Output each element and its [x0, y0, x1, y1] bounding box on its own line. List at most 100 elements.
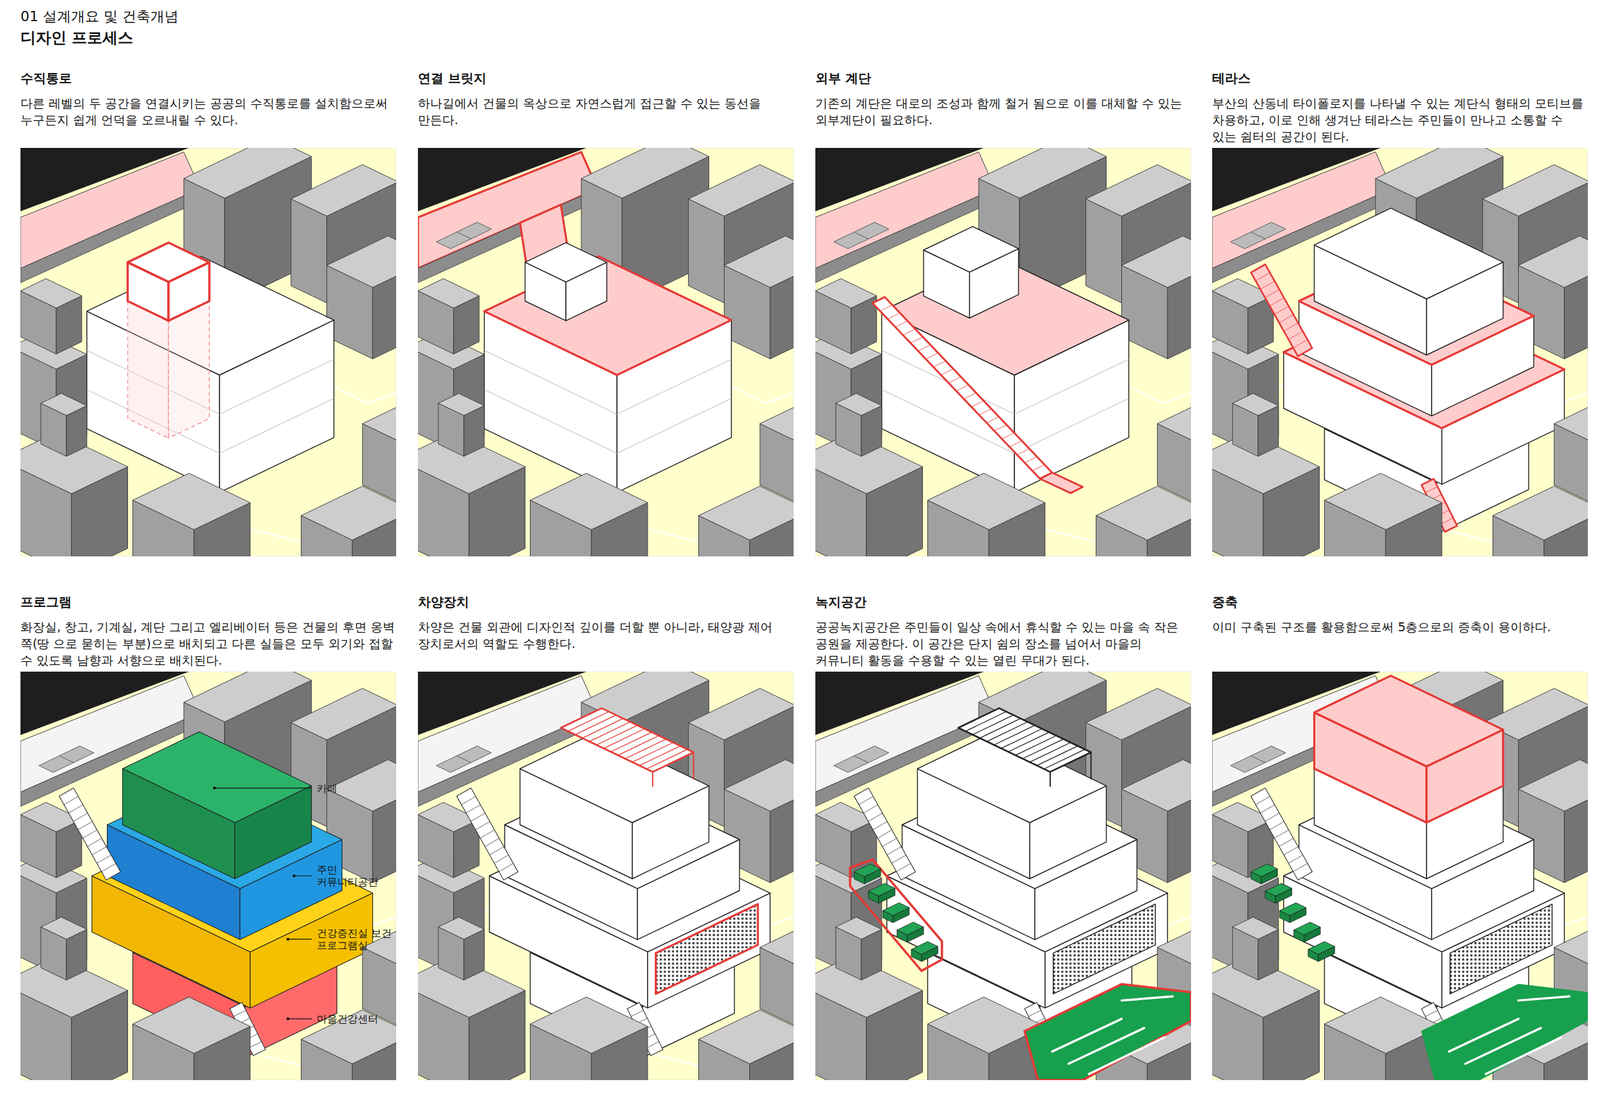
outdoor-stair-step	[1269, 821, 1284, 830]
vertical-shaft	[168, 300, 210, 438]
pergola-post	[1049, 771, 1051, 786]
neighbour-building	[438, 916, 485, 939]
process-panel: 녹지공간공공녹지공간은 주민들이 일상 속에서 휴식할 수 있는 마을 속 작은…	[815, 671, 1192, 1080]
street-furniture	[436, 745, 492, 772]
panel-text: 프로그램화장실, 창고, 기계실, 계단 그리고 엘리베이터 등은 건물의 후면…	[20, 593, 397, 669]
street-furniture	[39, 745, 95, 772]
outdoor-stair-step	[480, 829, 495, 838]
neighbour-building	[362, 401, 397, 451]
pergola-post	[693, 752, 695, 779]
outdoor-stair-step	[1032, 464, 1045, 472]
process-panel: 프로그램화장실, 창고, 기계실, 계단 그리고 엘리베이터 등은 건물의 후면…	[20, 671, 397, 1080]
planter-outline	[849, 859, 943, 971]
panel-heading: 차양장치	[417, 593, 794, 610]
neighbour-building	[835, 392, 882, 415]
outdoor-stair-step	[903, 328, 916, 336]
outdoor-stair-step	[956, 384, 969, 392]
neighbour-building	[1518, 759, 1588, 811]
neighbour-building	[1553, 401, 1588, 451]
neighbour-building	[698, 1009, 794, 1064]
panel-scene	[417, 147, 794, 557]
neighbour-building	[724, 759, 794, 811]
outdoor-stair-step	[1274, 829, 1289, 838]
neighbour-building	[132, 996, 250, 1053]
street-furniture	[1251, 755, 1266, 763]
outdoor-stair-step	[1293, 339, 1308, 349]
neighbour-building	[688, 688, 794, 740]
neighbour-building	[1086, 199, 1122, 303]
street-furniture	[833, 222, 889, 249]
neighbour-building	[815, 278, 877, 308]
park-bench	[1052, 1018, 1122, 1051]
panel-heading: 수직통로	[20, 70, 397, 86]
neighbour-building	[417, 278, 480, 308]
outdoor-stair-step	[101, 863, 116, 872]
street-furniture	[59, 755, 74, 763]
extension	[1314, 675, 1504, 767]
neighbour-building	[688, 199, 725, 303]
park	[1421, 983, 1588, 1080]
panel-scene	[20, 147, 397, 557]
neighbour-building	[1157, 401, 1192, 451]
street-furniture	[1251, 231, 1266, 239]
outdoor-stair-step	[882, 837, 897, 847]
outdoor-stair	[1251, 787, 1313, 880]
outdoor-stair-step	[971, 400, 984, 408]
panel-description: 이미 구축된 구조를 활용함으로써 5층으로의 증축이 용이하다.	[1212, 618, 1588, 635]
pergola	[560, 707, 694, 772]
neighbour-building	[20, 278, 82, 308]
louvre-screen	[656, 903, 759, 994]
floor-line	[1014, 359, 1129, 415]
planter-step	[911, 941, 938, 955]
outdoor-stair-step	[96, 854, 111, 863]
leader-line	[288, 938, 312, 939]
outdoor-stair-step	[461, 796, 476, 805]
panel-text: 테라스부산의 산동네 타이폴로지를 나타낼 수 있는 계단식 형태의 모티브를 …	[1212, 70, 1588, 145]
outdoor-stair-step	[948, 376, 961, 384]
neighbour-building	[1121, 235, 1192, 287]
panel-description: 화장실, 창고, 기계실, 계단 그리고 엘리베이터 등은 건물의 후면 옹벽 …	[20, 618, 397, 669]
outdoor-stair-step	[489, 846, 504, 855]
street-furniture	[456, 755, 472, 763]
outdoor-stair-step	[963, 392, 976, 400]
neighbour-building	[132, 472, 250, 530]
outdoor-stair-step	[471, 812, 486, 822]
program-label: 마을건강센터	[316, 1012, 397, 1025]
top-level	[1314, 208, 1504, 299]
outdoor-stair-step	[92, 846, 107, 855]
neighbour-building	[301, 485, 397, 540]
outdoor-stair-step	[1265, 812, 1280, 822]
neighbour-building	[1121, 759, 1192, 811]
neighbour-building	[183, 147, 312, 198]
outdoor-stair-step	[73, 812, 88, 822]
floor-line	[219, 398, 335, 454]
neighbour-building	[291, 164, 397, 216]
outdoor-stair-step	[64, 796, 79, 805]
outdoor-stair-step	[877, 829, 892, 838]
neighbour-building	[1493, 485, 1588, 540]
outdoor-stair-step	[940, 368, 953, 376]
neighbour-building	[1324, 472, 1442, 530]
floor-line	[219, 359, 335, 415]
panel-description: 차양은 건물 외관에 디자인적 깊이를 더할 뿐 아니라, 태양광 제어 장치로…	[417, 618, 794, 652]
outdoor-stair-step	[87, 837, 102, 847]
neighbour-building	[1157, 924, 1192, 975]
process-panel: 차양장치차양은 건물 외관에 디자인적 깊이를 더할 뿐 아니라, 태양광 제어…	[417, 671, 794, 1080]
neighbour-building	[724, 235, 794, 287]
neighbour-building	[1086, 688, 1192, 740]
planter-step	[882, 902, 909, 916]
outdoor-stair-step	[1269, 297, 1284, 306]
planter-step	[1294, 921, 1321, 935]
neighbour-building	[40, 392, 88, 415]
shaft-core	[127, 242, 210, 282]
outdoor-stair-step	[880, 304, 893, 312]
street-furniture	[1230, 222, 1286, 249]
pergola-slat	[1043, 748, 1085, 769]
outdoor-stair-step	[910, 336, 923, 344]
outdoor-stair-step	[1283, 322, 1298, 331]
neighbour-building	[1086, 164, 1192, 216]
street-furniture	[456, 231, 472, 239]
planter-step	[897, 921, 924, 935]
outdoor-stair-step	[647, 1041, 660, 1048]
outdoor-stair-step	[868, 812, 883, 822]
